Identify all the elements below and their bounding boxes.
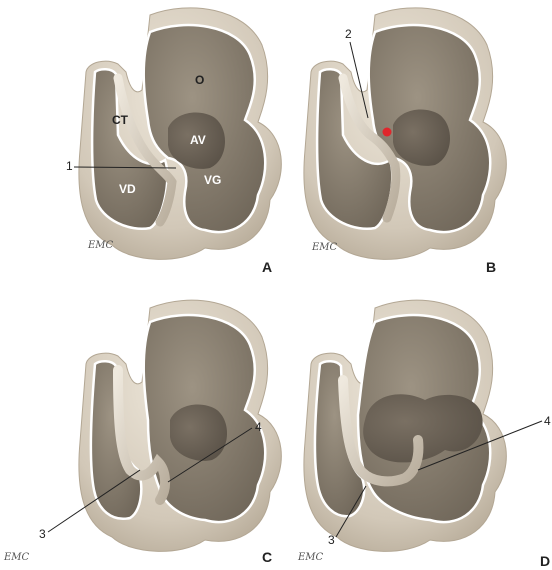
emc-logo: EMC [311, 242, 338, 253]
heart-model-a [79, 8, 281, 259]
label-3: 3 [39, 527, 46, 541]
panel-letter-c: C [262, 549, 272, 565]
heart-model-d [304, 300, 506, 551]
label-2: 2 [345, 27, 352, 41]
panel-letter-a: A [262, 259, 272, 275]
heart-model-c [79, 300, 281, 551]
label-o: O [195, 73, 204, 87]
panel-d: 3 4 EMC D [297, 300, 551, 569]
label-vg: VG [204, 173, 221, 187]
label-1: 1 [66, 159, 73, 173]
heart-model-b [304, 8, 506, 259]
label-av: AV [190, 133, 206, 147]
emc-logo: EMC [297, 552, 324, 563]
label-3: 3 [328, 533, 335, 547]
panel-letter-d: D [540, 553, 550, 569]
label-ct: CT [112, 113, 129, 127]
panel-letter-b: B [486, 259, 496, 275]
red-marker [383, 128, 392, 137]
label-4: 4 [255, 420, 262, 434]
panel-a: O CT AV VD VG 1 EMC A [66, 8, 281, 275]
panel-b: 2 EMC B [304, 8, 506, 275]
emc-logo: EMC [87, 240, 114, 251]
label-4: 4 [544, 414, 551, 428]
emc-logo: EMC [3, 552, 30, 563]
panel-c: 3 4 EMC C [3, 300, 281, 565]
label-vd: VD [119, 182, 136, 196]
